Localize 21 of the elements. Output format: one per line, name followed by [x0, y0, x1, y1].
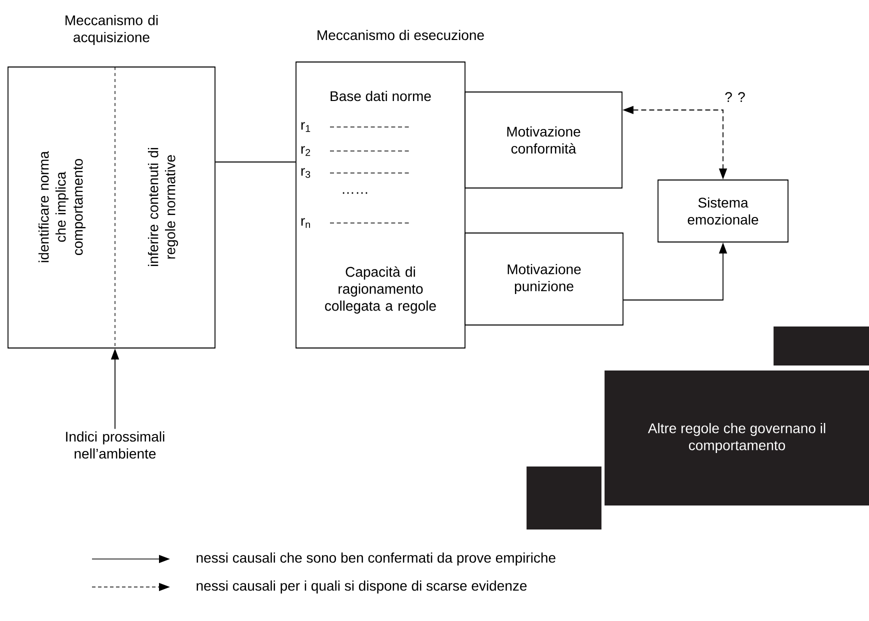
- filled-box: [774, 326, 869, 366]
- process-box: Motivazione punizione: [464, 232, 624, 326]
- rule-label: r$_{1}$: [301, 122, 310, 132]
- edge-label: ? ?: [724, 91, 746, 103]
- rule-label: r$_{n}$: [301, 218, 310, 228]
- label-box: Altre regole che governano il comportamento: [604, 370, 869, 506]
- box-text: Capacità di ragionamento collegata a regole: [325, 266, 436, 314]
- box-text: Base dati norme: [330, 90, 431, 102]
- legend-text: nessi causali che sono ben confermati da prove empiriche: [196, 552, 556, 566]
- legend-text: nessi causali per i quali si dispone di scarse evidenze: [196, 580, 527, 594]
- rotated-text: inferire contenuti di regole normative: [148, 148, 178, 266]
- source-text: Indici prossimali nell’ambiente: [66, 431, 164, 459]
- rule-label: r$_{3}$: [301, 168, 310, 178]
- ellipsis: ……: [342, 192, 368, 194]
- process-box: Motivazione conformità: [464, 92, 622, 188]
- filled-box: [526, 466, 602, 530]
- box-heading: Meccanismo di esecuzione: [318, 30, 484, 40]
- box-heading: Meccanismo di acquisizione: [66, 14, 158, 46]
- process-box: Sistema emozionale: [658, 180, 788, 242]
- rule-label: r$_{2}$: [301, 146, 310, 156]
- rotated-text: identificare norma che implica comportamento: [38, 150, 86, 262]
